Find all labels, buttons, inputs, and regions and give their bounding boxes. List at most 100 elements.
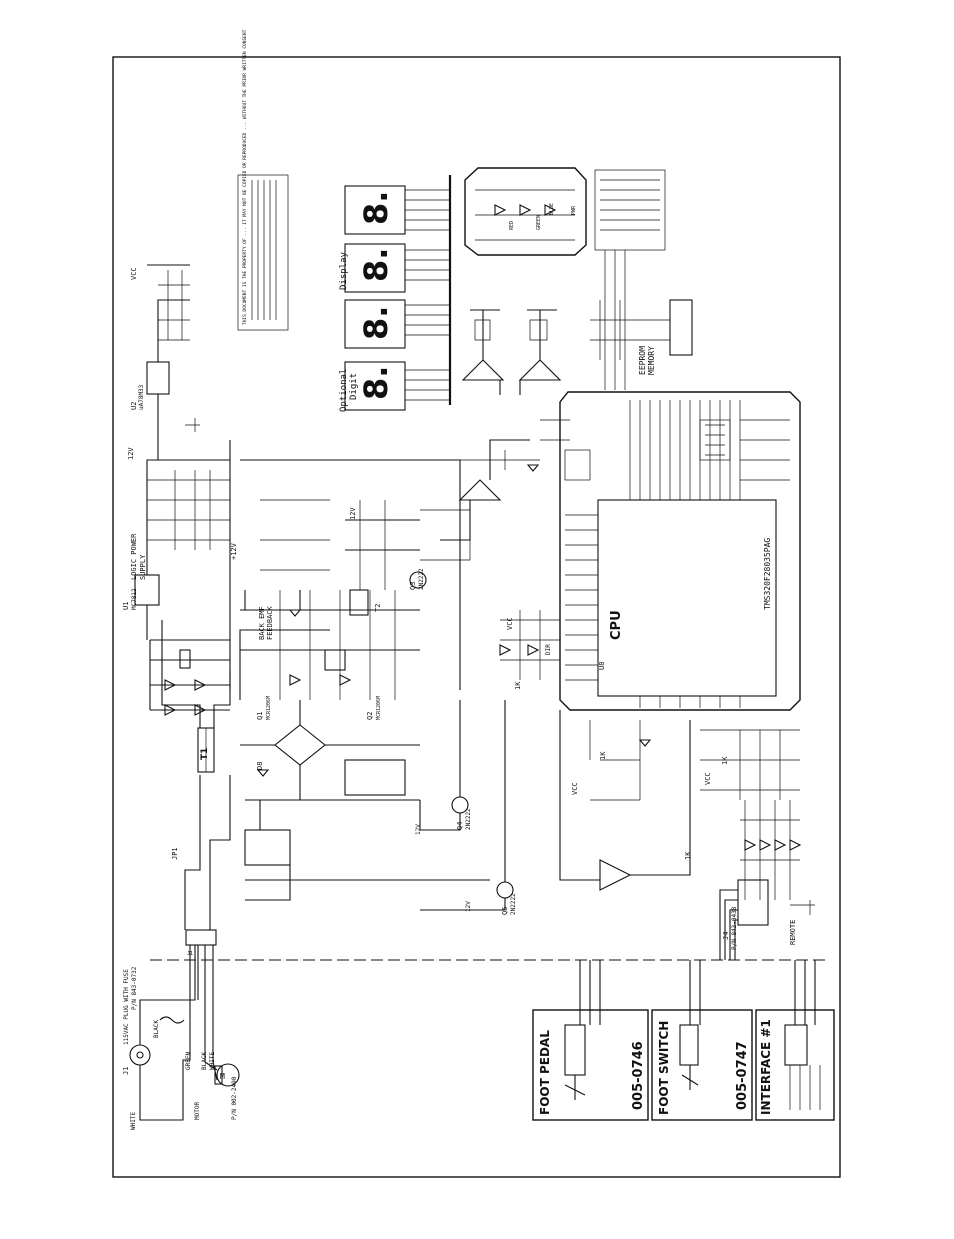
digit-label: Digit xyxy=(349,373,359,400)
r1k-label-a: 1K xyxy=(599,751,607,760)
vcc-label-a: VCC xyxy=(130,267,138,280)
led-blue-label: BLUE xyxy=(549,203,555,215)
q2-part-label: MCR1206M xyxy=(376,696,382,720)
opamp-section: 12V xyxy=(349,309,562,561)
opamp-u4a xyxy=(461,359,505,381)
eeprom-sub-label: MEMORY xyxy=(647,346,656,375)
cpu-part-label: TMS320F28035PAG xyxy=(763,538,772,610)
seven-seg-glyphs: 8. 8. 8. 8. xyxy=(357,191,395,400)
property-note: THIS DOCUMENT IS THE PROPERTY OF ... IT … xyxy=(237,29,289,331)
interface-section: VCC VCC 1K 1K 1K 1K DIR VCC J4 P/N 843-0… xyxy=(499,610,815,960)
jp1-label: JP1 xyxy=(171,847,179,860)
mot-relay xyxy=(344,759,406,796)
q2-label: Q2 xyxy=(366,712,374,720)
svg-text:8.: 8. xyxy=(357,191,395,225)
foot-pedal-title: FOOT PEDAL xyxy=(538,1030,552,1115)
interface-title: INTERFACE #1 xyxy=(759,1019,773,1115)
wire-black-label: BLACK xyxy=(153,1020,160,1038)
t1-label: T1 xyxy=(200,748,210,760)
svg-text:J1: J1 xyxy=(187,951,193,957)
foot-pedal-box: FOOT PEDAL 005-0746 xyxy=(532,960,649,1121)
svg-text:8.: 8. xyxy=(357,366,395,400)
motor-label: MOTOR xyxy=(194,1102,201,1120)
interface-box: INTERFACE #1 xyxy=(755,960,835,1121)
r1k-label-d: 1K xyxy=(514,681,522,690)
logic-power-label: LOGIC POWER xyxy=(130,533,138,580)
v12-label-a: 12V xyxy=(127,447,135,460)
transistor-q3 xyxy=(409,571,427,589)
vcc-label-b: VCC xyxy=(571,782,579,795)
q1-part-label: MCR1206M xyxy=(266,696,272,720)
q1-label: Q1 xyxy=(256,712,264,720)
cpu-chip xyxy=(597,499,777,697)
u8-label: U8 xyxy=(598,662,606,670)
supply-label: SUPPLY xyxy=(139,554,147,580)
connector-j4 xyxy=(737,879,769,926)
r1k-label-c: 1K xyxy=(684,851,692,860)
eeprom-section: EEPROM MEMORY xyxy=(590,299,693,375)
wire-green-label: GREEN xyxy=(185,1052,192,1070)
j1-label: J1 xyxy=(122,1067,130,1075)
t2-label: T2 xyxy=(374,604,382,612)
transformer-t2 xyxy=(349,589,369,616)
v12-label-b: 12V xyxy=(415,824,422,835)
plug-label: 115VAC PLUG WITH FUSE xyxy=(123,969,130,1045)
v12-label-c: 12V xyxy=(465,901,472,912)
foot-pedal-pn: 005-0746 xyxy=(631,1041,646,1110)
power-section: T1 JP1 U1 MC7812 LOGIC POWER SUPPLY 12V … xyxy=(122,264,238,930)
q4-part-label: 2N2222 xyxy=(465,808,472,830)
q5-label: Q5 xyxy=(501,907,509,915)
motor-pn-label: P/N 002-2490 xyxy=(231,1076,238,1120)
v12-label-d: 12V xyxy=(349,507,357,520)
q5-part-label: 2N2222 xyxy=(510,893,517,915)
motor-drive-section: Q1 MCR1206M Q2 MCR1206M D8 BACK EMF FEED… xyxy=(239,459,517,915)
wire-white-label: WHITE xyxy=(130,1112,137,1130)
r1k-label-b: 1K xyxy=(721,756,729,765)
display-label: Display xyxy=(339,251,349,290)
eeprom-label: EEPROM xyxy=(638,346,647,375)
u2-part-label: uA78M33 xyxy=(138,384,145,410)
plug-pn-label: P/N 843-0732 xyxy=(131,966,138,1010)
led-pwr-label: PWR xyxy=(571,205,577,215)
note-text: THIS DOCUMENT IS THE PROPERTY OF ... IT … xyxy=(242,29,248,325)
foot-switch-box: FOOT SWITCH 005-0747 xyxy=(651,960,753,1121)
display-digit-2 xyxy=(344,243,406,293)
u1-label: U1 xyxy=(122,602,130,610)
opamp-u4b xyxy=(518,359,562,381)
bridge-d8 xyxy=(274,724,326,766)
cpu-label: CPU xyxy=(609,610,624,640)
regulator-u2 xyxy=(146,361,170,395)
led-green-label: GREEN xyxy=(536,215,542,230)
svg-text:8.: 8. xyxy=(357,306,395,340)
optional-digit-display xyxy=(344,361,406,411)
u2-label: U2 xyxy=(130,402,138,410)
dir-label: DIR xyxy=(545,644,552,655)
d8-label: D8 xyxy=(256,762,264,770)
opamp-u5 xyxy=(458,479,502,501)
opamp-u6 xyxy=(599,859,632,891)
u1-part-label: MC7812 xyxy=(131,588,138,610)
feedback-label: FEEDBACK xyxy=(266,605,274,640)
connector-j1 xyxy=(185,929,217,946)
svg-text:8.: 8. xyxy=(357,248,395,282)
sheet-border xyxy=(112,56,841,1178)
display-digit-1 xyxy=(344,299,406,349)
foot-switch-title: FOOT SWITCH xyxy=(657,1021,671,1115)
cpu-section: CPU TMS320F28035PAG U8 xyxy=(540,391,801,711)
optional-label: Optional xyxy=(339,369,349,412)
display-section: Optional Digit Display 8. 8. 8. 8. xyxy=(339,175,452,412)
j4-label: J4 xyxy=(722,932,730,940)
back-emf-label: BACK EMF xyxy=(258,606,266,640)
q3-label: Q3 xyxy=(409,582,417,590)
ac-input-section: J1 115VAC PLUG WITH FUSE P/N 843-0732 WH… xyxy=(122,945,240,1130)
eeprom-chip xyxy=(669,299,693,356)
vcc-label-d: VCC xyxy=(506,617,514,630)
plug-symbol xyxy=(129,1044,151,1066)
foot-switch-pn: 005-0747 xyxy=(735,1041,750,1110)
led-box: RED GREEN BLUE PWR xyxy=(464,167,587,256)
remote-label: REMOTE xyxy=(789,920,797,945)
dir-relay xyxy=(244,829,291,866)
motor-symbol xyxy=(216,1063,240,1087)
